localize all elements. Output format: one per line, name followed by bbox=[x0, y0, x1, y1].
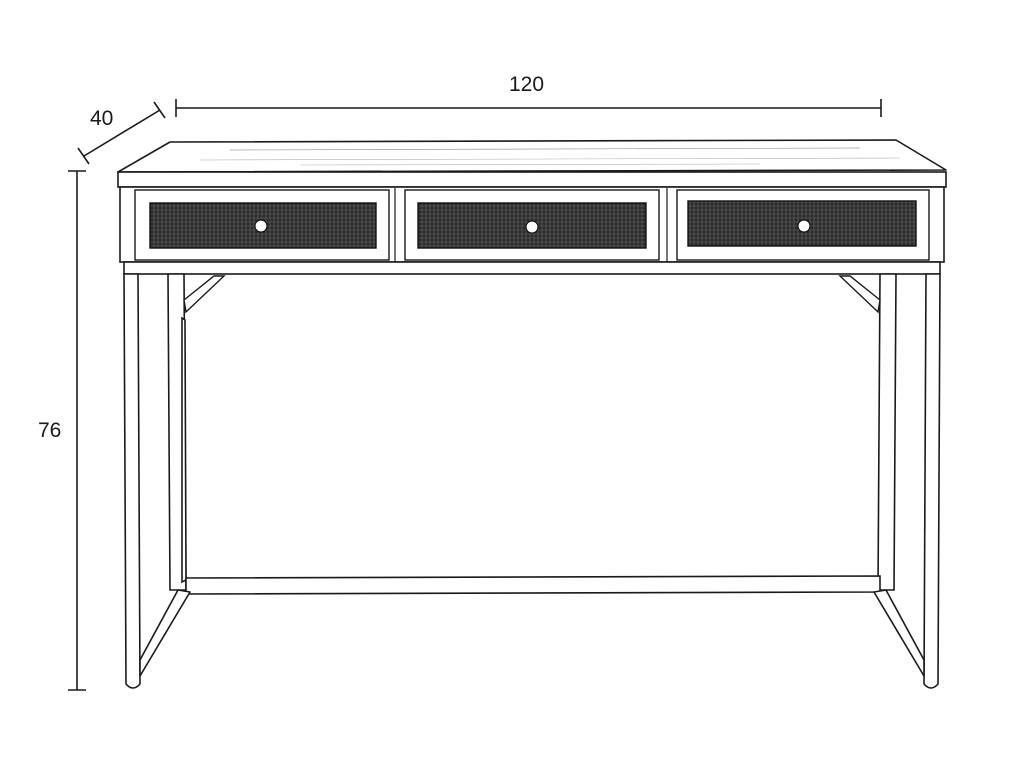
drawer-right[interactable] bbox=[676, 189, 930, 261]
table-top bbox=[117, 139, 947, 173]
drawer-knob-right[interactable] bbox=[797, 219, 811, 233]
height-dimension-label: 76 bbox=[38, 419, 62, 442]
right-front-leg bbox=[923, 273, 941, 689]
drawer-middle[interactable] bbox=[404, 189, 660, 261]
drawer-knob-left[interactable] bbox=[254, 219, 268, 233]
left-front-leg bbox=[123, 273, 141, 689]
height-dimension-line bbox=[68, 170, 86, 691]
depth-dimension-line bbox=[77, 101, 166, 165]
width-dimension-line bbox=[175, 99, 882, 117]
drawer-knob-middle[interactable] bbox=[525, 220, 539, 234]
drawer-dividers bbox=[394, 188, 668, 262]
drawer-left[interactable] bbox=[134, 189, 390, 261]
depth-dimension-label: 40 bbox=[90, 107, 114, 130]
base-side-rails bbox=[139, 589, 925, 677]
corner-braces bbox=[183, 275, 881, 314]
width-dimension-label: 120 bbox=[509, 73, 545, 96]
left-back-leg bbox=[167, 273, 187, 591]
right-back-leg bbox=[877, 273, 897, 591]
bottom-stretcher bbox=[185, 575, 881, 595]
